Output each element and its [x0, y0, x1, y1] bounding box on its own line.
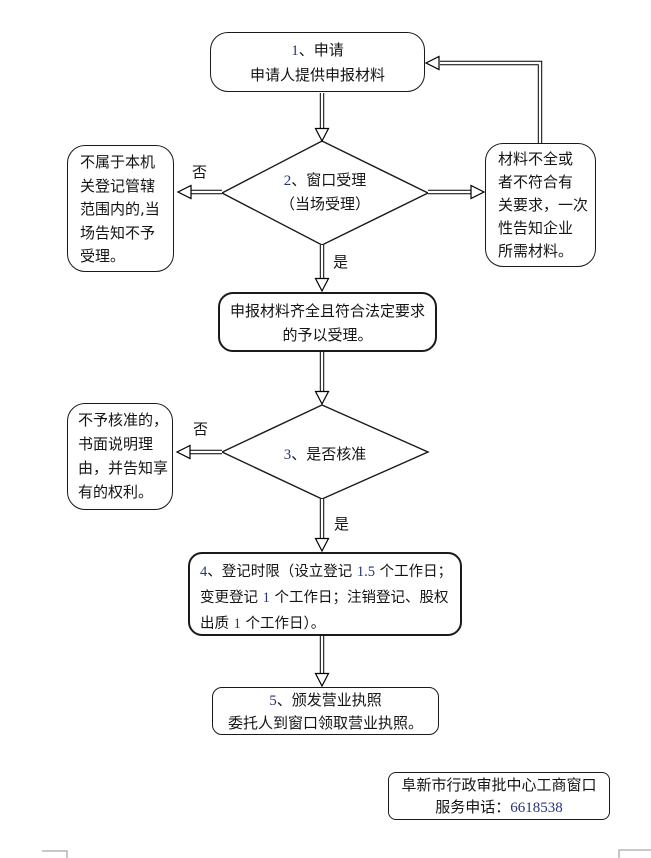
notice2-line: 关要求，一次 — [498, 196, 589, 214]
reject3-line: 由，并告知享 — [78, 459, 169, 477]
notice2-box: 材料不全或 者不符合有 关要求，一次 性告知企业 所需材料。 — [485, 143, 596, 267]
arrow-feedback-to-step1 — [424, 55, 440, 71]
reject3-line: 有的权利。 — [78, 483, 154, 501]
notice2-line: 性告知企业 — [498, 219, 574, 237]
step4-box: 4、登记时限（设立登记 1.5 个工作日； 变更登记 1 个工作日；注销登记、股… — [188, 552, 462, 636]
notice2-line: 者不符合有 — [498, 173, 574, 191]
label-no-2: 否 — [192, 163, 208, 181]
decision2-number: 2 — [283, 173, 292, 189]
step4-line2: 变更登记 1 个工作日；注销登记、股权 — [200, 585, 460, 611]
text-boundary-marks — [42, 849, 651, 858]
label-yes-2: 是 — [333, 253, 349, 271]
step1-box: 1、申请 申请人提供申报材料 — [210, 32, 425, 92]
contact-phone-line: 服务申话：6618538 — [389, 797, 609, 820]
arrow-no2-left — [176, 184, 192, 200]
step4-number: 4 — [200, 564, 208, 580]
step4-line3: 出质 1 个工作日）。 — [200, 611, 460, 637]
decision2-text: 2、窗口受理 （当场受理） — [222, 169, 428, 216]
notice2-line: 材料不全或 — [498, 150, 574, 168]
decision2-title-line: 2、窗口受理 — [222, 169, 428, 193]
step4-line1: 4、登记时限（设立登记 1.5 个工作日； — [200, 559, 460, 585]
step4-text: 、登记时限（设立登记 — [207, 564, 357, 580]
decision2-subtitle: （当场受理） — [279, 195, 370, 213]
arrow-no3-left — [175, 444, 191, 460]
step4-text: 个工作日）。 — [240, 616, 326, 632]
arrow-yes3-down — [314, 537, 330, 553]
label-no-3: 否 — [193, 420, 209, 438]
reject2-line: 关登记管辖 — [80, 176, 156, 195]
decision3-title-line: 3、是否核准 — [222, 443, 428, 467]
reject2-line: 不属于本机 — [80, 153, 156, 171]
step1-title-line: 1、申请 — [211, 38, 424, 63]
contact-phone-label: 服务申话： — [435, 797, 511, 816]
reject2-line: 场告知不予 — [80, 223, 156, 242]
decision2-title: 、窗口受理 — [291, 171, 367, 189]
arrow-to-decision2 — [314, 127, 330, 143]
step4-text: 变更登记 — [200, 590, 263, 606]
step4-text: 出质 — [200, 616, 234, 632]
step4-days-setup: 1.5 — [356, 564, 375, 580]
contact-office: 阜新市行政审批中心工商窗口 — [401, 776, 597, 794]
boundary-mark-left — [42, 850, 68, 858]
decision3-title: 、是否核准 — [291, 445, 367, 463]
step4-days-change: 1 — [262, 590, 270, 606]
step4-days-cancel: 1 — [233, 616, 241, 632]
step1-number: 1 — [291, 43, 299, 59]
label-yes-3: 是 — [334, 515, 350, 533]
reject2-line: 受理。 — [80, 247, 126, 265]
accept-line: 的予以受理。 — [282, 326, 373, 344]
accept-box: 申报材料齐全且符合法定要求 的予以受理。 — [218, 292, 437, 352]
arrow-to-decision3 — [314, 390, 330, 406]
reject2-line: 范围内的,当 — [80, 200, 160, 218]
notice2-line: 所需材料。 — [498, 242, 574, 260]
reject3-line: 书面说明理 — [78, 435, 154, 453]
step1-title: 、申请 — [298, 41, 344, 59]
step4-text: 个工作日；注销登记、股权 — [269, 590, 449, 606]
step5-number: 5 — [269, 693, 277, 709]
step5-title: 、颁发营业执照 — [276, 691, 382, 709]
boundary-mark-right — [618, 849, 651, 858]
step1-subtitle: 申请人提供申报材料 — [249, 66, 385, 84]
decision3-number: 3 — [283, 447, 292, 463]
reject3-line: 不予核准的， — [78, 411, 169, 429]
contact-box: 阜新市行政审批中心工商窗口 服务申话：6618538 — [388, 772, 610, 820]
step4-text: 个工作日； — [374, 564, 453, 580]
reject2-box: 不属于本机 关登记管辖 范围内的,当 场告知不予 受理。 — [67, 145, 174, 272]
arrow-right-notice — [470, 184, 486, 200]
arrow-to-step5 — [314, 672, 330, 688]
decision3-text: 3、是否核准 — [222, 443, 428, 467]
accept-line: 申报材料齐全且符合法定要求 — [229, 302, 425, 320]
step5-box: 5、颁发营业执照 委托人到窗口领取营业执照。 — [212, 687, 439, 735]
reject3-box: 不予核准的， 书面说明理 由，并告知享 有的权利。 — [67, 403, 173, 510]
step5-subtitle: 委托人到窗口领取营业执照。 — [227, 713, 423, 732]
contact-phone-number: 6618538 — [510, 799, 563, 816]
step5-title-line: 5、颁发营业执照 — [213, 690, 438, 713]
arrow-yes2-down — [314, 277, 330, 293]
